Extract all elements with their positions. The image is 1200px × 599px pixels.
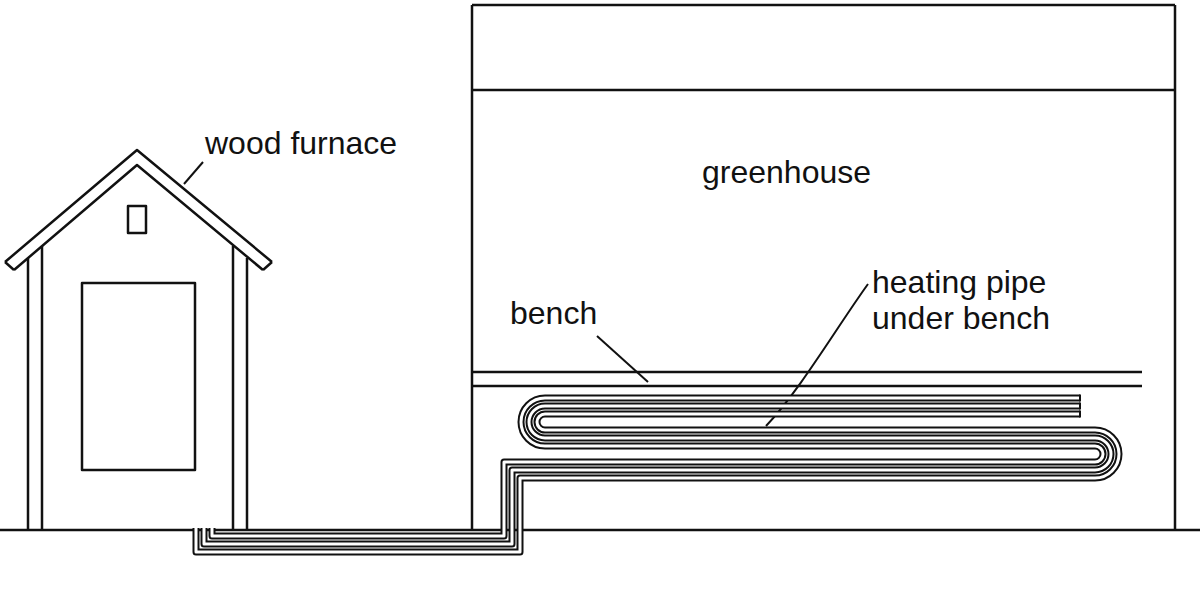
- bench-label: bench: [510, 295, 630, 331]
- pipe-label: heating pipe under bench: [872, 264, 1102, 336]
- furnace-shed: [5, 150, 272, 530]
- pipe-outline: [212, 398, 1103, 536]
- greenhouse-label: greenhouse: [702, 154, 922, 190]
- ground-line: [0, 529, 1200, 532]
- heating-pipe: [196, 395, 1119, 553]
- pipe-end: [1079, 411, 1081, 418]
- furnace-label: wood furnace: [205, 125, 445, 161]
- pipe-end: [1079, 403, 1081, 410]
- pipe-core: [196, 414, 1119, 552]
- pipe-end: [1079, 395, 1081, 402]
- pipe-core: [212, 398, 1103, 536]
- pipe-outline: [204, 406, 1111, 544]
- pipe-core: [204, 406, 1111, 544]
- leader-lines: [184, 162, 868, 426]
- greenhouse-building: [472, 5, 1175, 530]
